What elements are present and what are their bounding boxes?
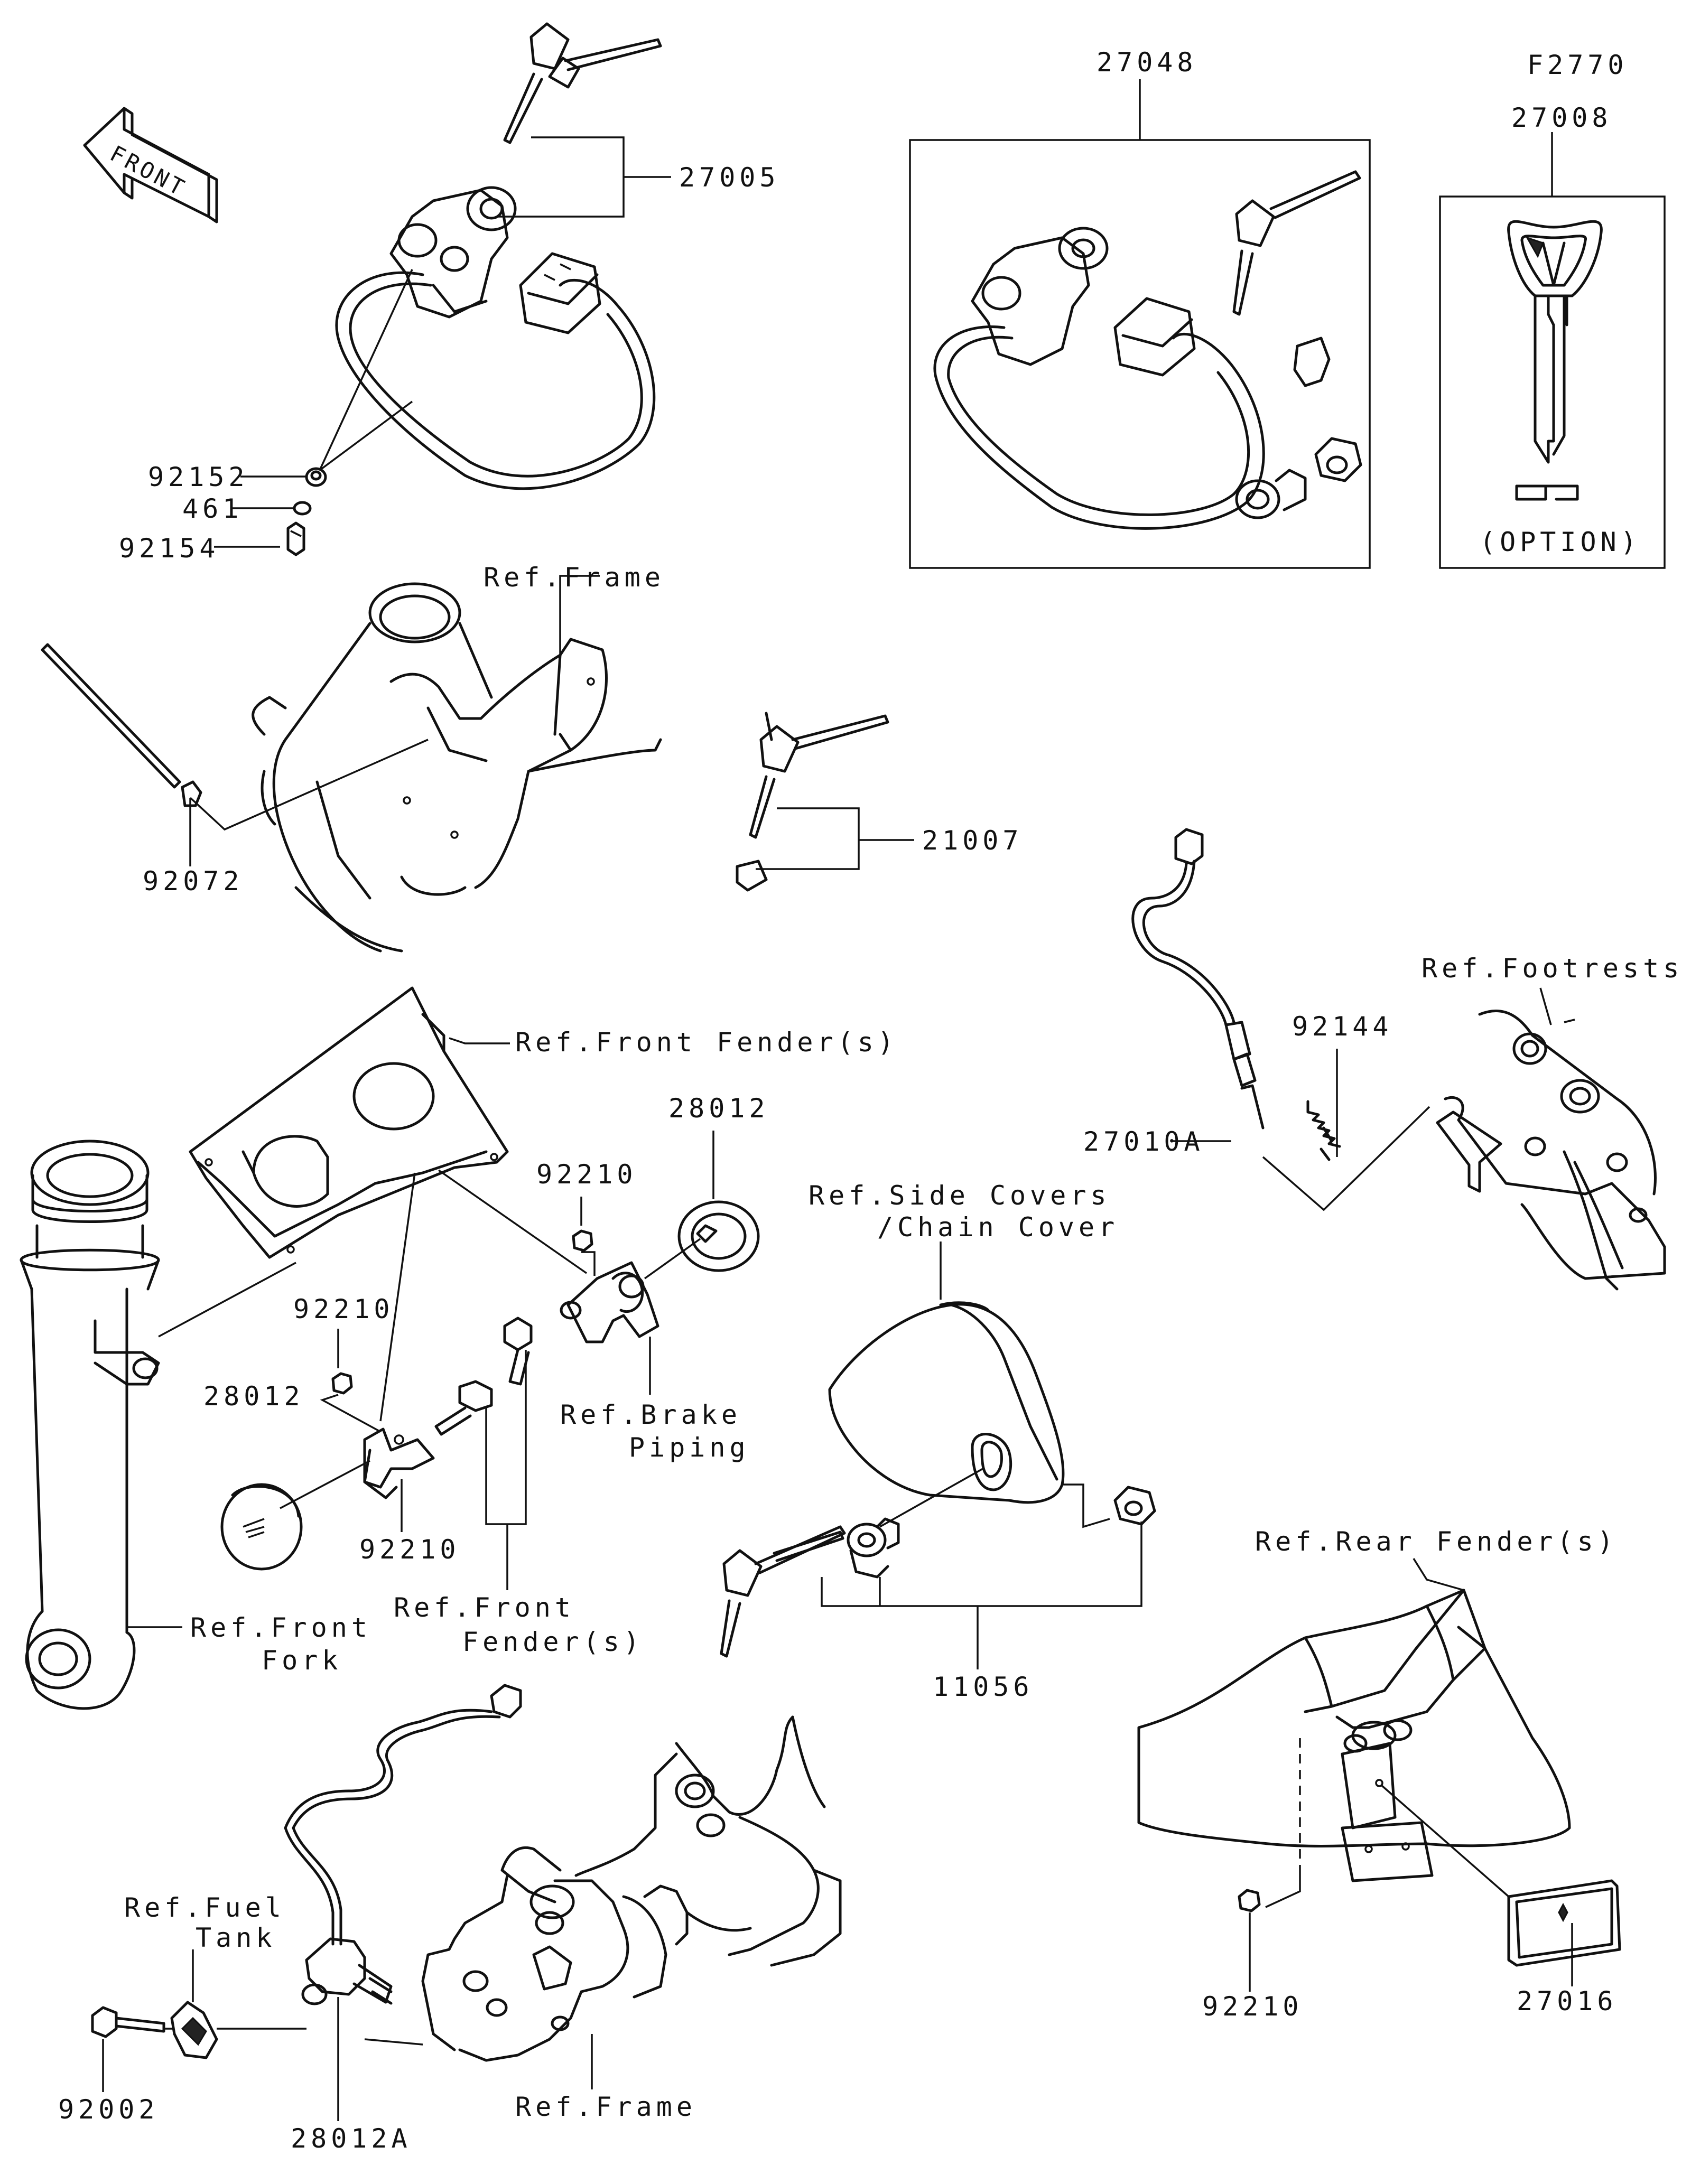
nut-27016	[1113, 1486, 1156, 1526]
washer-461	[293, 501, 312, 516]
label-21007: 21007	[922, 825, 1023, 856]
label-27005: 27005	[679, 162, 780, 193]
lock-cylinder-27016	[847, 1517, 900, 1579]
label-92210-right: 92210	[1202, 1991, 1303, 2022]
sensor-27010	[284, 1684, 522, 2005]
kit-box-27048	[909, 139, 1371, 569]
bolt-92002	[91, 2006, 165, 2038]
nut-92210-center	[572, 1229, 593, 1252]
ignition-switch-kit-27048	[933, 170, 1362, 530]
rear-fender	[1137, 1589, 1571, 1882]
label-92152: 92152	[148, 462, 249, 492]
label-ref-frame-lower: Ref.Frame	[515, 2092, 696, 2122]
frame-lower	[421, 1715, 842, 2062]
label-92002: 92002	[58, 2094, 159, 2125]
front-fork	[20, 1140, 160, 1710]
label-ref-front-fork-line2: Fork	[262, 1645, 342, 1676]
label-28012A: 27016	[1517, 1986, 1618, 2017]
brake-pipe-clamp	[560, 1261, 659, 1343]
keys-27016	[720, 1525, 846, 1658]
label-28012-right: 28012	[668, 1093, 769, 1124]
spring-92144	[1306, 1100, 1341, 1161]
sensor-27010A	[1131, 828, 1265, 1130]
label-ref-footrests: Ref.Footrests	[1421, 953, 1683, 984]
label-ref-brake-line1: Ref.Brake	[560, 1399, 741, 1430]
label-27010A: 27010A	[1083, 1126, 1204, 1157]
label-92072: 92072	[143, 866, 244, 897]
bolt-center-2	[503, 1317, 533, 1386]
label-ref-side-covers-line1: Ref.Side Covers	[809, 1180, 1111, 1211]
footrest-bracket	[1436, 1010, 1666, 1291]
label-ref-side-covers-line2: /Chain Cover	[877, 1212, 1119, 1243]
label-92144: 92144	[1292, 1011, 1393, 1042]
label-ref-front-fender-lower-line2: Fender(s)	[462, 1627, 644, 1657]
reflector-28012-left	[220, 1483, 303, 1571]
key-blank-27008	[1507, 220, 1603, 501]
label-27010: 28012A	[291, 2123, 412, 2154]
label-F2770: F2770	[1527, 50, 1628, 80]
label-ref-rear-fender: Ref.Rear Fender(s)	[1255, 1526, 1618, 1557]
label-27008: 27008	[1511, 102, 1612, 133]
label-ref-brake-line2: Piping	[629, 1432, 750, 1463]
reflector-28012A	[1507, 1879, 1621, 1967]
label-ref-fuel-line1: Ref.Fuel	[124, 1892, 285, 1923]
label-461: 461	[182, 493, 243, 524]
nut-92210-right	[1238, 1889, 1261, 1912]
frame-upper	[252, 582, 662, 953]
label-ref-fuel-line2: Tank	[196, 1922, 276, 1953]
label-ref-front-fender-upper: Ref.Front Fender(s)	[515, 1027, 898, 1058]
bolt-92154	[286, 521, 305, 556]
label-ref-frame-upper: Ref.Frame	[484, 562, 665, 593]
label-27048: 27048	[1097, 47, 1197, 78]
key-set-21007	[736, 712, 889, 892]
cable-tie-92072	[41, 643, 202, 807]
bracket-11056	[363, 1427, 435, 1499]
label-92210-center: 92210	[536, 1159, 637, 1190]
side-cover	[828, 1301, 1065, 1504]
reflector-28012-right	[677, 1200, 760, 1272]
label-11056: 92210	[359, 1534, 460, 1565]
fuel-tank-bracket	[170, 2001, 218, 2059]
front-direction-arrow: FRONT	[83, 107, 218, 223]
label-92210-left: 92210	[293, 1294, 394, 1324]
nut-92210-left	[331, 1372, 353, 1395]
screw-92152	[305, 467, 327, 487]
label-92154: 92154	[119, 533, 220, 564]
label-ref-front-fender-lower-line1: Ref.Front	[394, 1592, 575, 1623]
bolt-center-1	[434, 1380, 493, 1436]
ignition-switch-assembly-27005	[335, 22, 662, 490]
label-28012-left: 28012	[203, 1381, 304, 1412]
label-27016: 11056	[933, 1672, 1034, 1702]
label-ref-front-fork-line1: Ref.Front	[190, 1612, 371, 1643]
front-fender-upper	[189, 986, 509, 1259]
option-label: (OPTION)	[1480, 527, 1641, 557]
